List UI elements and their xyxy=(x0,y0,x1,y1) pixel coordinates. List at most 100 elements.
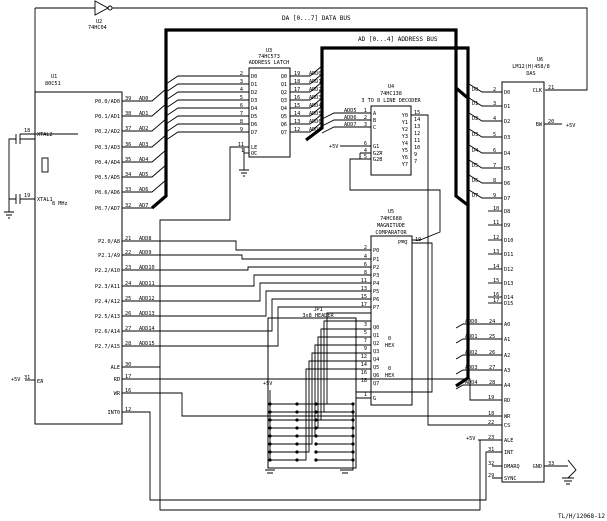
u1-right-pin-num-34: 34 xyxy=(125,172,131,178)
u1-right-pin-num-26: 26 xyxy=(125,311,131,317)
u5-p-p6: P6 xyxy=(373,297,379,303)
u6-d-num-9: 9 xyxy=(493,193,496,199)
u1-right-pin-32: P0.7/AD7 xyxy=(95,206,120,212)
u6-right-bw: BW xyxy=(536,122,543,128)
u1-p0-wire-7 xyxy=(122,195,167,209)
u1-right-pin-num-27: 27 xyxy=(125,326,131,332)
u6-a-wire-3 xyxy=(455,369,502,375)
u6-d-d0: D0 xyxy=(504,90,510,96)
u6-d-net-d3: D3 xyxy=(472,132,478,138)
u3-in-num-8: 8 xyxy=(240,119,243,125)
u5-p-p4: P4 xyxy=(373,281,379,287)
int-wire xyxy=(122,411,502,501)
u6-d-d15: D15 xyxy=(504,301,513,307)
u4-net-add7: ADD7 xyxy=(344,122,357,128)
u3-in-num-7: 7 xyxy=(240,111,243,117)
address-bus xyxy=(305,46,470,388)
u5-q-q0: Q0 xyxy=(373,325,379,331)
jp1-q-wire-7 xyxy=(297,368,371,461)
u6-d-wire-7 xyxy=(468,189,502,199)
u1-right-pin-num-16: 16 xyxy=(125,388,131,394)
u6-a-wire-2 xyxy=(455,354,502,360)
u3-in-wire-5 xyxy=(165,115,249,125)
u4-in-g2a: G2A xyxy=(373,151,383,157)
u4-g1-power: +5V xyxy=(329,144,338,150)
u4-in-num-6: 6 xyxy=(364,141,367,147)
u3-out-num-14: 14 xyxy=(294,111,300,117)
u1-pin-name-ea: EA xyxy=(37,379,44,385)
u4-in-num-4: 4 xyxy=(364,148,367,154)
u3-out-q5: Q5 xyxy=(281,114,287,120)
u6-d-net-d7: D7 xyxy=(472,193,478,199)
u4-out-y5: Y5 xyxy=(402,148,408,154)
u1-p2-wire-0 xyxy=(122,240,371,251)
u6-d-d2: D2 xyxy=(504,119,510,125)
u4-in-b: B xyxy=(373,118,376,124)
u3-out-wire-0 xyxy=(290,65,323,77)
u6-right-num-21: 21 xyxy=(548,85,554,91)
u4-in-num-1: 1 xyxy=(364,108,367,114)
u3-out-num-12: 12 xyxy=(294,127,300,133)
u3-ctl-oc: OC xyxy=(251,151,257,157)
u4-in-num-3: 3 xyxy=(364,122,367,128)
u4-out-num-13: 13 xyxy=(414,124,420,130)
u3-out-wire-4 xyxy=(290,97,323,109)
u6-a-num-26: 26 xyxy=(489,350,495,356)
u1-net-add8: ADD8 xyxy=(139,236,152,242)
u4-out-num-10: 10 xyxy=(414,145,420,151)
crystal-label: 8 MHz xyxy=(52,201,68,207)
u6-d-num-10: 10 xyxy=(493,206,499,212)
u6-part2: DAS xyxy=(526,71,535,77)
u3-out-wire-6 xyxy=(290,113,323,125)
u1-right-pin-num-23: 23 xyxy=(125,265,131,271)
u6-body xyxy=(501,81,545,483)
u3-out-q6: Q6 xyxy=(281,122,287,128)
u6-d-d5: D5 xyxy=(504,166,510,172)
u3-net-add6: ADD6 xyxy=(309,119,322,125)
u3-net-add7: ADD7 xyxy=(309,127,322,133)
u5-g-num: 1 xyxy=(364,392,367,398)
u3-out-num-16: 16 xyxy=(294,95,300,101)
u3-out-num-17: 17 xyxy=(294,87,300,93)
u1-net-add14: ADD14 xyxy=(139,326,155,332)
u4-out-y4: Y4 xyxy=(402,141,408,147)
jp1-q-wire-6 xyxy=(297,360,371,453)
u4-out-y6: Y6 xyxy=(402,155,408,161)
u6-a-a0: A0 xyxy=(504,322,510,328)
u3-in-d0: D0 xyxy=(251,74,257,80)
u3-ctl-num-11: 11 xyxy=(238,142,244,148)
u6-d-num-13: 13 xyxy=(493,249,499,255)
u6-ctl-dmarq: DMARQ xyxy=(504,464,520,470)
u6-a-net-add0: ADD0 xyxy=(465,319,478,325)
data-bus-label: DA [0...7] DATA BUS xyxy=(282,15,351,22)
u5-p-num-11: 11 xyxy=(361,278,367,284)
u3-out-num-13: 13 xyxy=(294,119,300,125)
u6-d-wire-1 xyxy=(468,97,502,107)
u1-p2-wire-1 xyxy=(122,254,371,260)
jp1-title: 3x8 HEADER xyxy=(302,313,334,319)
u3-net-add1: ADD1 xyxy=(309,79,322,85)
u3-out-wire-2 xyxy=(290,81,323,93)
u1-right-pin-39: P0.0/AD0 xyxy=(95,99,120,105)
u1-right-pin-27: P2.6/A14 xyxy=(95,329,120,335)
u6-ctl-num-31: 31 xyxy=(488,447,494,453)
u6-a-net-add1: ADD1 xyxy=(465,334,478,340)
u1-p2-wire-6 xyxy=(122,298,371,332)
hex-label-hex-b: HEX xyxy=(385,373,395,379)
u4-in-g2b: G2B xyxy=(373,157,382,163)
u1-right-pin-37: P0.2/AD2 xyxy=(95,129,120,135)
u2-inverter xyxy=(94,0,109,16)
u6-a-num-28: 28 xyxy=(489,380,495,386)
u1-part: 80C51 xyxy=(45,81,61,87)
u6-d-d4: D4 xyxy=(504,151,510,157)
u3-out-num-19: 19 xyxy=(294,71,300,77)
u5-title2: COMPARATOR xyxy=(375,230,407,236)
u3-out-q1: Q1 xyxy=(281,82,287,88)
u6-d-wire-2 xyxy=(468,112,502,122)
u6-d-d11: D11 xyxy=(504,252,513,258)
u6-d-d9: D9 xyxy=(504,223,510,229)
u1-right-pin-28: P2.7/A15 xyxy=(95,344,120,350)
u6-ctl-num-19: 19 xyxy=(488,395,494,401)
u6-d-net-d2: D2 xyxy=(472,116,478,122)
u5-out-name: P=Q xyxy=(398,240,407,246)
